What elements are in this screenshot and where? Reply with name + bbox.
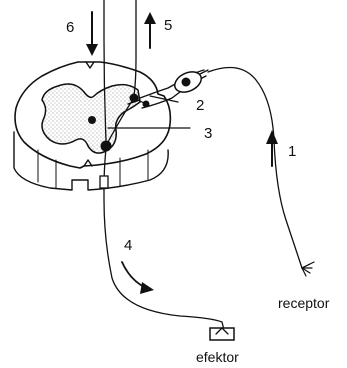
motor-axon [104,148,224,330]
dorsal-fissure [86,62,94,68]
ventral-root-exit [100,176,108,188]
label-efektor: efektor [196,349,239,365]
label-2: 2 [196,97,204,114]
efektor-symbol [210,328,234,340]
label-1: 1 [288,143,296,160]
label-3: 3 [204,125,212,142]
descending-arrow-6 [86,12,98,56]
ganglion-cell-body [182,78,191,87]
ascending-tract [134,0,136,96]
receptor-ending [302,262,314,276]
ascending-arrow-5 [144,12,156,48]
motor-arrow-4 [122,262,154,294]
label-receptor: receptor [278,295,330,311]
label-6: 6 [66,19,74,36]
interneuron-left [88,116,96,124]
label-5: 5 [164,17,172,34]
sensory-arrow-1 [266,130,278,166]
sensory-fiber [208,68,302,269]
label-4: 4 [124,237,132,254]
